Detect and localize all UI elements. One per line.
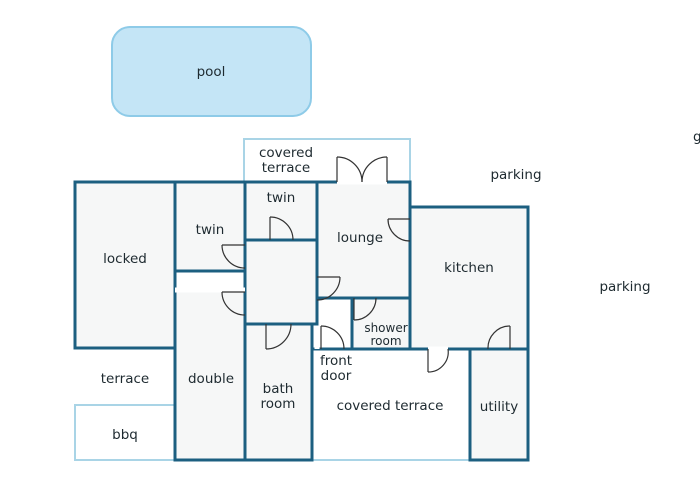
room-twin-top <box>243 180 319 242</box>
door-swing <box>221 291 246 316</box>
door-swing <box>336 156 363 183</box>
door-swing <box>487 325 511 350</box>
edge-label: g <box>693 129 700 145</box>
room-twin-left <box>173 180 247 273</box>
front-door-label-2: door <box>321 368 352 384</box>
bath-room-label-2: room <box>261 396 296 412</box>
door-swing <box>387 218 411 242</box>
door-swing <box>361 156 388 183</box>
room-hall <box>243 238 319 326</box>
twin-left-label: twin <box>196 222 225 238</box>
door-swing <box>221 244 246 269</box>
door-swing <box>269 216 294 241</box>
terrace-label: terrace <box>101 371 149 387</box>
double-label: double <box>188 371 234 387</box>
door-swing <box>265 323 292 350</box>
pool <box>111 26 312 117</box>
twin-top-label: twin <box>267 190 296 206</box>
covered-terrace-bottom-label: covered terrace <box>337 398 444 414</box>
front-door-label-1: front <box>320 353 352 369</box>
room-bath <box>243 322 314 462</box>
door-swing <box>316 276 341 301</box>
room-utility <box>468 347 530 462</box>
door-swing <box>427 348 449 373</box>
covered-terrace-top-label-2: terrace <box>262 160 310 176</box>
bath-room-label-1: bath <box>263 381 294 397</box>
pool-label: pool <box>197 64 226 80</box>
parking-top-label: parking <box>490 167 541 183</box>
door-swing <box>320 325 345 350</box>
shower-room-label-1: shower <box>364 321 407 335</box>
parking-right-label: parking <box>599 279 650 295</box>
door-swing <box>353 297 377 321</box>
locked-label: locked <box>103 251 147 267</box>
kitchen-label: kitchen <box>444 260 494 276</box>
covered-terrace-top-label-1: covered <box>259 145 313 161</box>
bbq-label: bbq <box>112 427 138 443</box>
lounge-label: lounge <box>337 230 383 246</box>
utility-label: utility <box>480 399 518 415</box>
shower-room-label-2: room <box>370 334 401 348</box>
room-kitchen <box>408 205 530 351</box>
